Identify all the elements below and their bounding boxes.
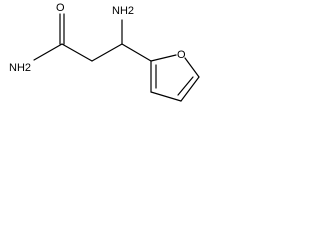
carbonyl-oxygen-label: O: [56, 2, 65, 14]
molecule-drawing: O NH2 NH2 O: [9, 2, 200, 102]
furan-c4-c5-inner-bond: [177, 76, 194, 96]
chemical-structure-canvas: O NH2 NH2 O: [0, 0, 228, 120]
furan-c3-c4-bond: [150, 91, 182, 102]
ch-furan-bond: [121, 43, 152, 62]
amide-nh2-label: NH2: [9, 62, 31, 74]
ch2-ch-bond: [91, 43, 123, 62]
amide-c-n-bond: [33, 43, 63, 61]
carbonyl-ch2-bond: [61, 43, 93, 62]
furan-c5-o-bond: [184, 57, 200, 78]
furan-oxygen-label: O: [177, 49, 186, 61]
furan-c4-c5-bond: [180, 76, 200, 102]
amine-nh2-label: NH2: [112, 5, 134, 17]
furan-o-c2-bond: [150, 54, 177, 62]
